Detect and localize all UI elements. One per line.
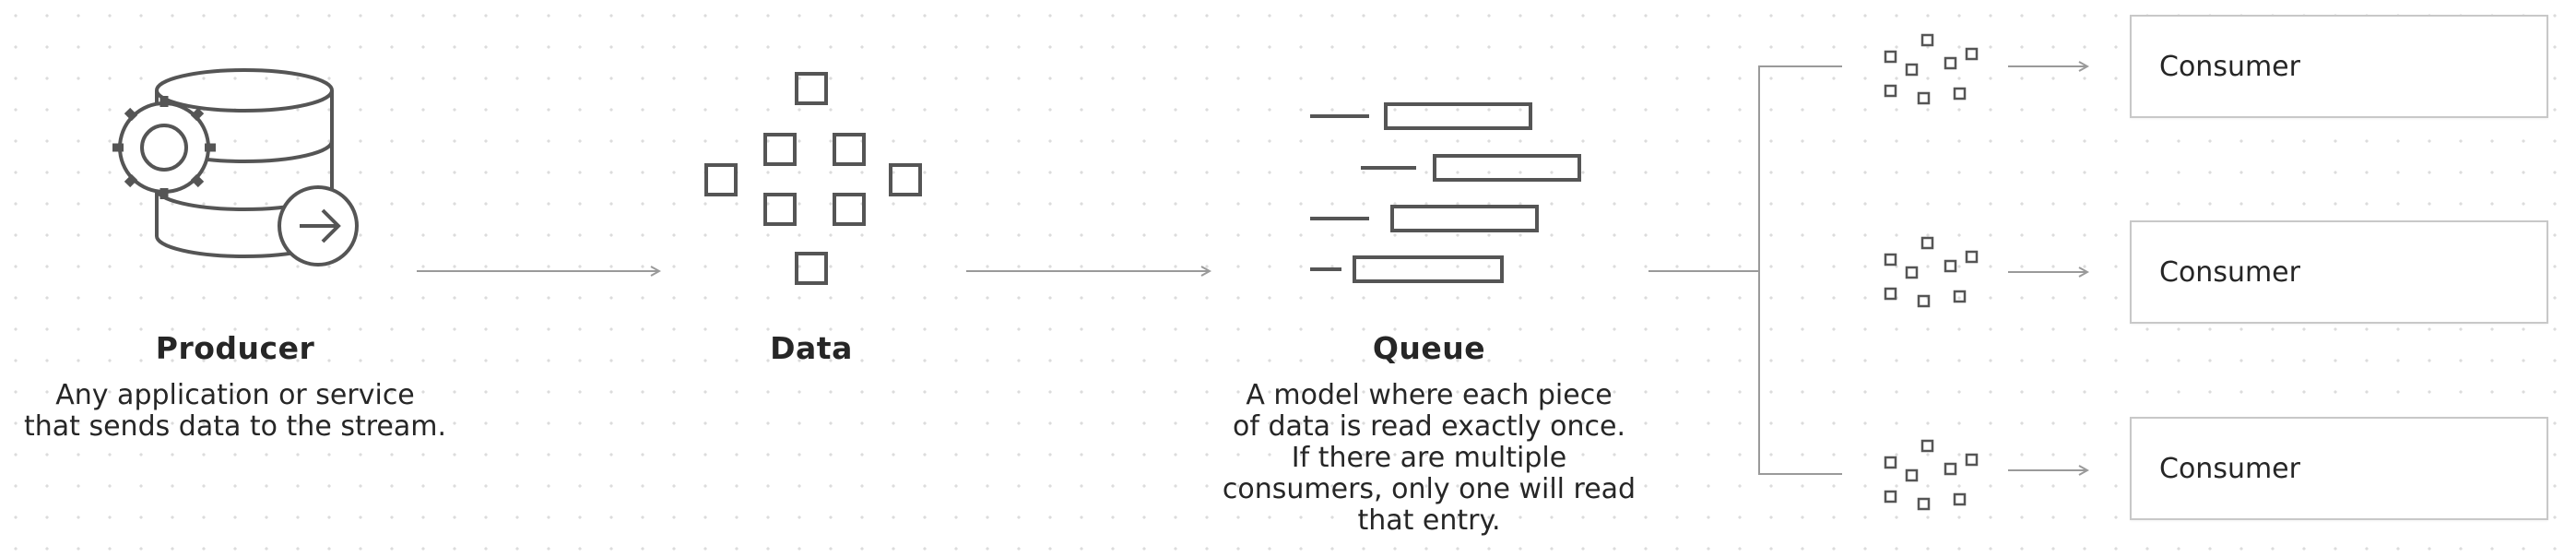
consumer-label-1: Consumer bbox=[2159, 50, 2300, 83]
consumer-label-3: Consumer bbox=[2159, 452, 2300, 485]
producer-title: Producer bbox=[155, 330, 315, 366]
consumer-label-2: Consumer bbox=[2159, 255, 2300, 289]
consumer-box-1: Consumer bbox=[2130, 15, 2548, 118]
particles-row-3 bbox=[1884, 439, 1979, 511]
particles-row-2 bbox=[1884, 236, 1979, 308]
consumer-box-3: Consumer bbox=[2130, 417, 2548, 520]
producer-description-line-2: that sends data to the stream. bbox=[24, 410, 446, 443]
queue-description-line-4: consumers, only one will read bbox=[1222, 473, 1637, 505]
queue-description-line-2: of data is read exactly once. bbox=[1233, 410, 1625, 443]
data-squares-icon bbox=[704, 72, 922, 285]
queue-description-line-1: A model where each piece bbox=[1246, 379, 1613, 411]
producer-description: Any application or service that sends da… bbox=[5, 380, 466, 443]
data-particles-icon bbox=[1884, 33, 1979, 511]
consumer-arrows bbox=[2008, 66, 2087, 470]
fanout-bracket bbox=[1758, 65, 1842, 475]
database-gear-icon bbox=[112, 68, 359, 267]
consumer-box-2: Consumer bbox=[2130, 220, 2548, 324]
producer-description-line-1: Any application or service bbox=[55, 379, 415, 411]
queue-title: Queue bbox=[1372, 330, 1486, 366]
queue-description-line-3: If there are multiple bbox=[1291, 442, 1567, 474]
particles-row-1 bbox=[1884, 33, 1979, 105]
queue-description: A model where each piece of data is read… bbox=[1199, 380, 1660, 537]
queue-bars-icon bbox=[1310, 102, 1581, 283]
flow-arrows bbox=[417, 65, 1842, 475]
data-title: Data bbox=[770, 330, 853, 366]
queue-description-line-5: that entry. bbox=[1357, 504, 1501, 537]
